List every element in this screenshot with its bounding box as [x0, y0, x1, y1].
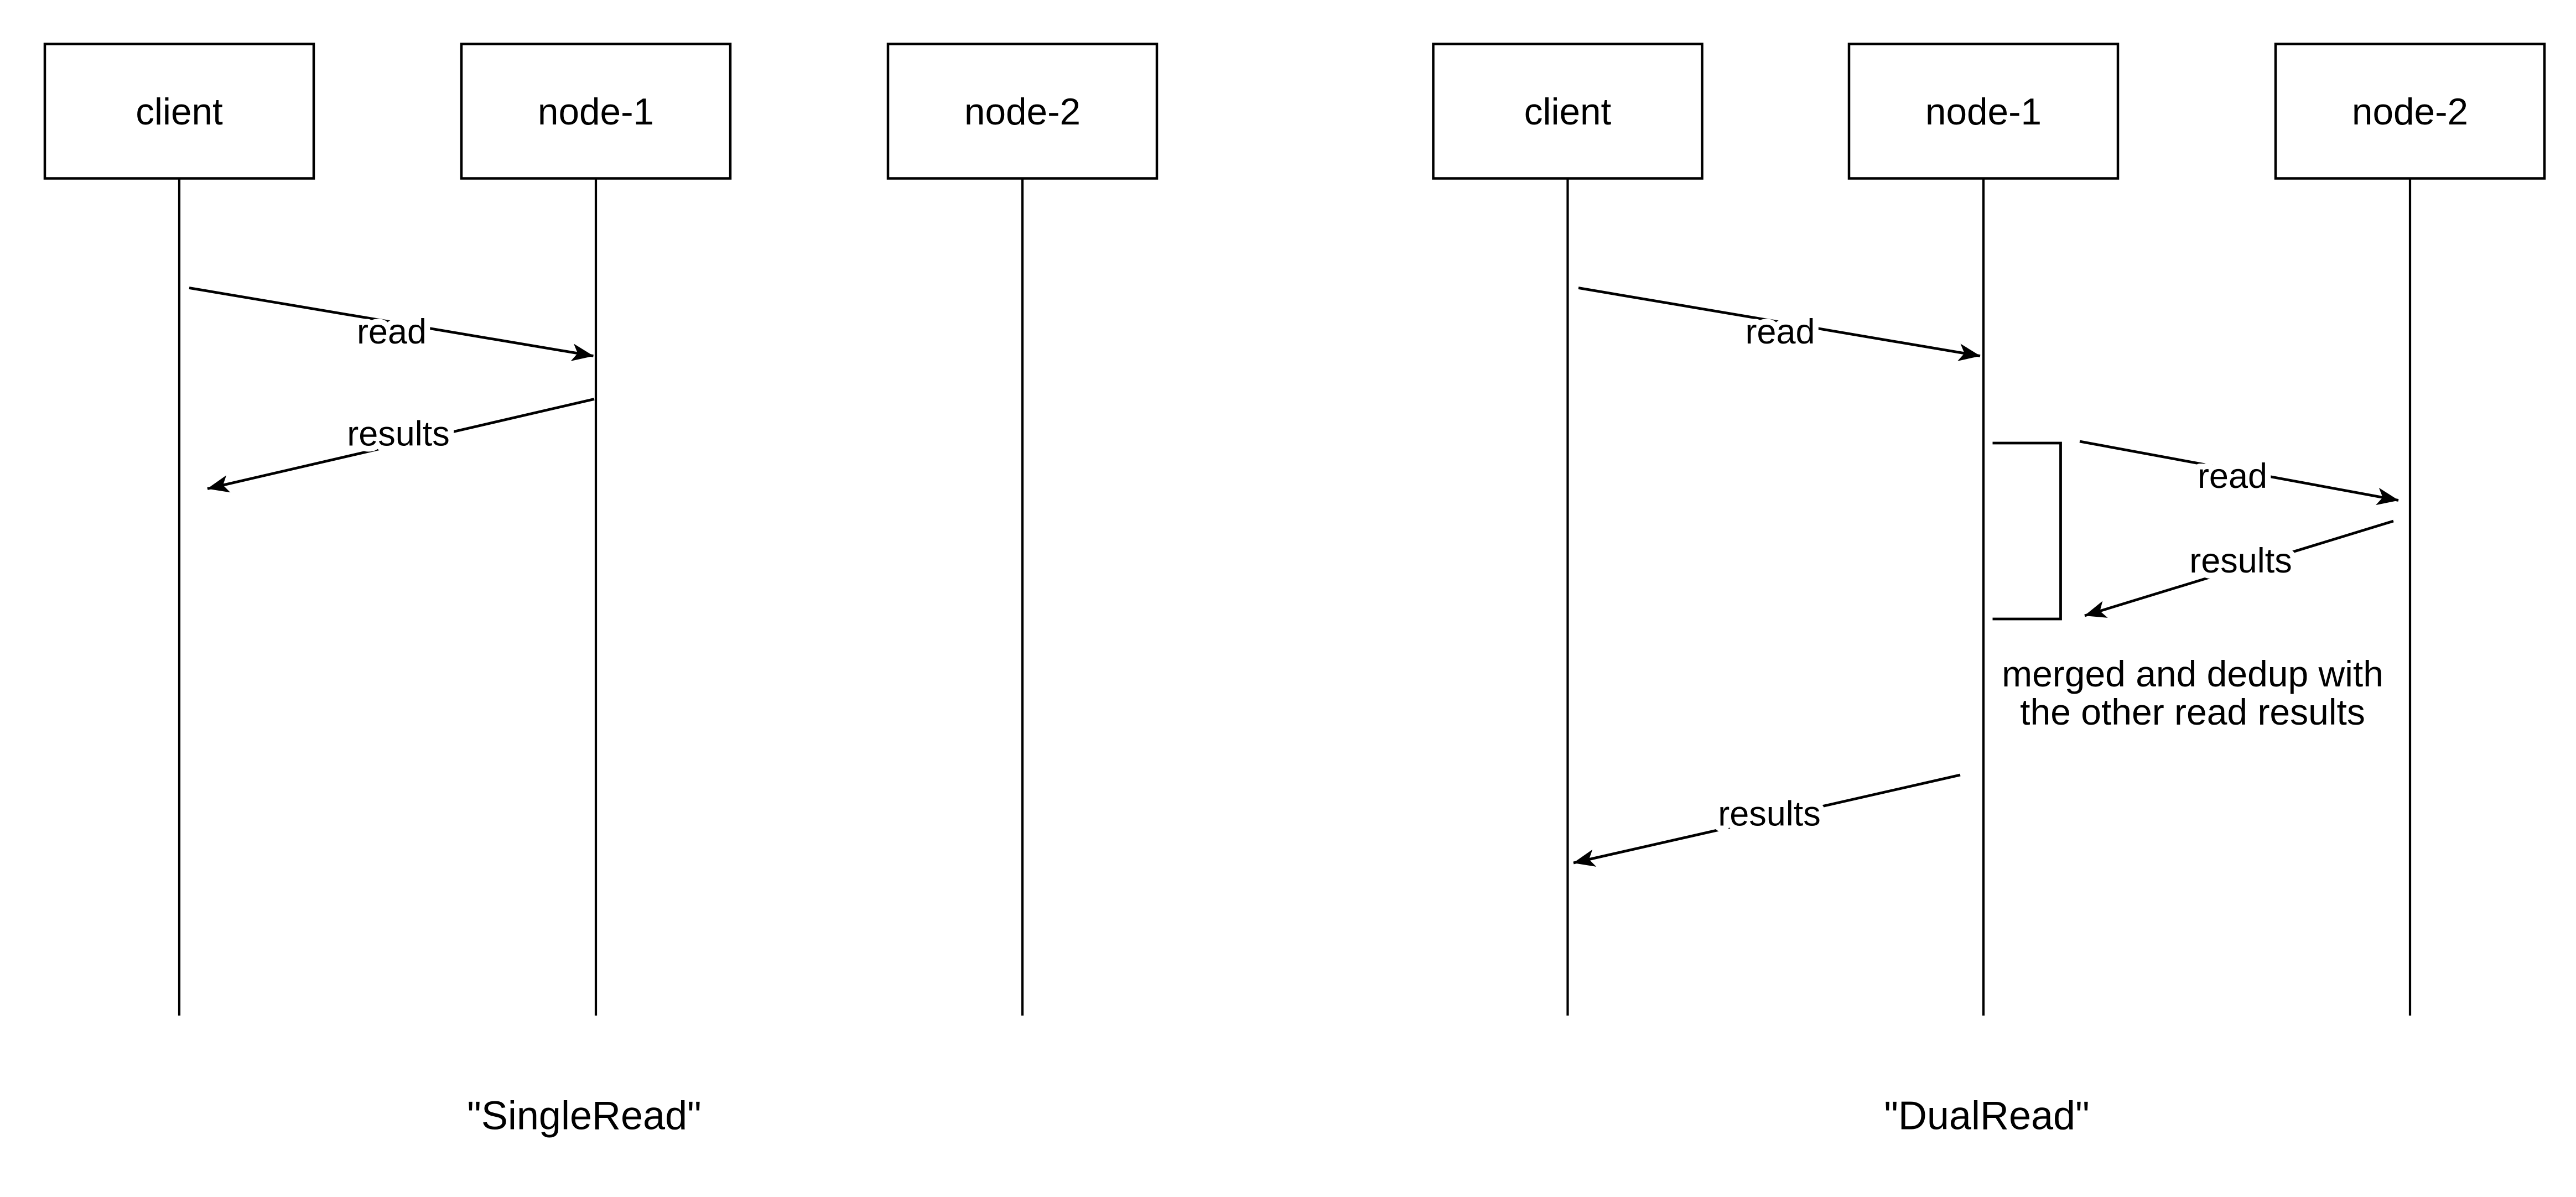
message-label-results-1: results	[2189, 542, 2292, 580]
message-label-read-2: read	[2198, 457, 2267, 496]
message-label-read-1: read	[1745, 313, 1815, 351]
message-label-read: read	[357, 313, 427, 351]
singleread-diagram: client node-1 node-2 read results "Singl…	[43, 43, 1159, 1138]
actor-box-client	[43, 43, 315, 180]
message-label-results-2: results	[1718, 795, 1821, 834]
message-arrow-read	[189, 287, 594, 361]
actor-label-node-2: node-2	[964, 91, 1081, 133]
message-label-results: results	[347, 415, 450, 454]
message-arrow-results-2	[1573, 773, 1961, 867]
actor-box-node-1	[1847, 43, 2120, 180]
actor-label-node-2: node-2	[2352, 91, 2468, 133]
caption-dualread: "DualRead"	[1884, 1094, 2089, 1138]
actor-box-client	[1432, 43, 1704, 180]
actor-box-node-2	[2274, 43, 2546, 180]
message-arrow-read-1	[1578, 287, 1981, 361]
message-arrow-results	[207, 398, 595, 493]
message-arrow-read-2	[2079, 440, 2399, 506]
note-text-line1: merged and dedup with	[2002, 653, 2383, 694]
actor-label-node-1: node-1	[538, 91, 654, 133]
actor-label-client: client	[1524, 91, 1612, 133]
note-text-line2: the other read results	[2020, 691, 2365, 732]
message-arrow-results-1	[2084, 519, 2394, 618]
activation-bracket	[1992, 441, 2062, 621]
caption-singleread: "SingleRead"	[467, 1094, 701, 1138]
dualread-diagram: client node-1 node-2 read read results m…	[1432, 43, 2546, 1138]
actor-box-node-2	[886, 43, 1159, 180]
actor-label-client: client	[136, 91, 223, 133]
actor-box-node-1	[460, 43, 732, 180]
actor-label-node-1: node-1	[1925, 91, 2042, 133]
